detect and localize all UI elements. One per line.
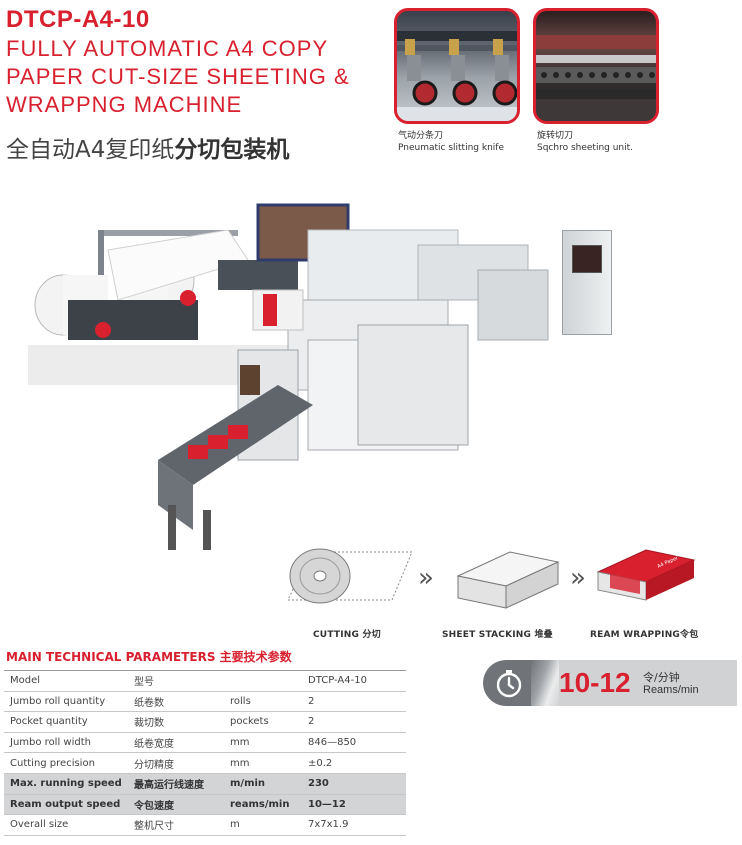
table-row: Cutting precision 分切精度 mm ±0.2 — [4, 752, 406, 774]
caption-sheeting-unit-en: Sqchro sheeting unit. — [537, 143, 634, 153]
slitting-knife-illustration — [397, 31, 517, 121]
param-unit: mm — [224, 752, 302, 774]
title-en-line-3: WRAPPNG MACHINE — [6, 92, 243, 117]
param-value: 846—850 — [302, 732, 406, 754]
param-unit: m/min — [224, 773, 302, 795]
title-cn: 全自动A4复印纸分切包装机 — [6, 130, 289, 164]
arrow-2: » — [570, 563, 586, 593]
param-name-cn: 分切精度 — [128, 752, 224, 774]
param-unit — [224, 670, 302, 692]
param-value: 10—12 — [302, 794, 406, 816]
param-value: 7x7x1.9 — [302, 814, 406, 836]
table-row: Pocket quantity 裁切数 pockets 2 — [4, 711, 406, 733]
param-name-en: Model — [4, 670, 128, 692]
table-row: Jumbo roll quantity 纸卷数 rolls 2 — [4, 691, 406, 713]
param-value: DTCP-A4-10 — [302, 670, 406, 692]
param-value: 2 — [302, 711, 406, 733]
param-unit: mm — [224, 732, 302, 754]
param-name-en: Max. running speed — [4, 773, 128, 795]
step-label-stacking: SHEET STACKING 堆叠 — [442, 630, 553, 640]
speed-badge: 10-12 令/分钟 Reams/min — [483, 660, 737, 706]
param-name-en: Cutting precision — [4, 752, 128, 774]
process-flow-illustration: » » A4 Paper — [287, 548, 696, 609]
param-name-cn: 纸卷宽度 — [128, 732, 224, 754]
speed-badge-page-curl — [531, 660, 559, 706]
param-name-cn: 裁切数 — [128, 711, 224, 733]
arrow-1: » — [418, 563, 434, 593]
speed-value: 10-12 — [559, 667, 631, 698]
param-name-cn: 纸卷数 — [128, 691, 224, 713]
sheet-stack — [456, 551, 560, 609]
param-name-en: Jumbo roll quantity — [4, 691, 128, 713]
caption-sheeting-unit-cn: 旋转切刀 — [537, 131, 574, 141]
param-name-cn: 令包速度 — [128, 794, 224, 816]
table-row: Jumbo roll width 纸卷宽度 mm 846—850 — [4, 732, 406, 754]
param-unit: rolls — [224, 691, 302, 713]
step-label-cutting: CUTTING 分切 — [313, 630, 381, 640]
sheeting-unit-illustration — [536, 35, 656, 121]
table-row: Model 型号 DTCP-A4-10 — [4, 670, 406, 692]
title-en-line-2: PAPER CUT-SIZE SHEETING & — [6, 64, 350, 89]
params-table: Model 型号 DTCP-A4-10 Jumbo roll quantity … — [4, 670, 406, 836]
param-value: 230 — [302, 773, 406, 795]
param-unit: reams/min — [224, 794, 302, 816]
control-cabinet — [562, 230, 612, 335]
wrapped-ream: A4 Paper — [596, 549, 696, 601]
title-cn-bold: 分切包装机 — [174, 137, 290, 163]
title-en-line-1: FULLY AUTOMATIC A4 COPY — [6, 36, 329, 61]
param-value: 2 — [302, 691, 406, 713]
caption-sheeting-unit: 旋转切刀 Sqchro sheeting unit. — [537, 130, 633, 154]
param-name-cn: 整机尺寸 — [128, 814, 224, 836]
roll-to-sheets — [287, 548, 413, 604]
speed-unit-cn: 令/分钟 — [643, 671, 680, 684]
param-name-cn: 最高运行线速度 — [128, 773, 224, 795]
param-name-en: Ream output speed — [4, 794, 128, 816]
param-unit: m — [224, 814, 302, 836]
param-unit: pockets — [224, 711, 302, 733]
param-name-en: Pocket quantity — [4, 711, 128, 733]
params-title: MAIN TECHNICAL PARAMETERS 主要技术参数 — [6, 650, 292, 664]
param-name-en: Jumbo roll width — [4, 732, 128, 754]
step-label-wrapping: REAM WRAPPING令包 — [590, 630, 699, 640]
caption-slitting-knife-en: Pneumatic slitting knife — [398, 143, 504, 153]
title-cn-normal: 全自动A4复印纸 — [6, 137, 175, 163]
control-cabinet-screen — [572, 245, 602, 273]
caption-slitting-knife-cn: 气动分条刀 — [398, 131, 444, 141]
stopwatch-icon — [496, 670, 522, 698]
param-name-en: Overall size — [4, 814, 128, 836]
caption-slitting-knife: 气动分条刀 Pneumatic slitting knife — [398, 130, 504, 154]
table-row: Overall size 整机尺寸 m 7x7x1.9 — [4, 814, 406, 836]
table-row-highlighted: Max. running speed 最高运行线速度 m/min 230 — [4, 773, 406, 795]
thumbnail-sheeting-unit — [533, 8, 659, 124]
param-value: ±0.2 — [302, 752, 406, 774]
table-row-highlighted: Ream output speed 令包速度 reams/min 10—12 — [4, 794, 406, 816]
machine-illustration — [28, 203, 549, 550]
model-number: DTCP-A4-10 — [6, 6, 150, 33]
param-name-cn: 型号 — [128, 670, 224, 692]
speed-unit-en: Reams/min — [643, 684, 699, 696]
thumbnail-slitting-knife — [394, 8, 520, 124]
